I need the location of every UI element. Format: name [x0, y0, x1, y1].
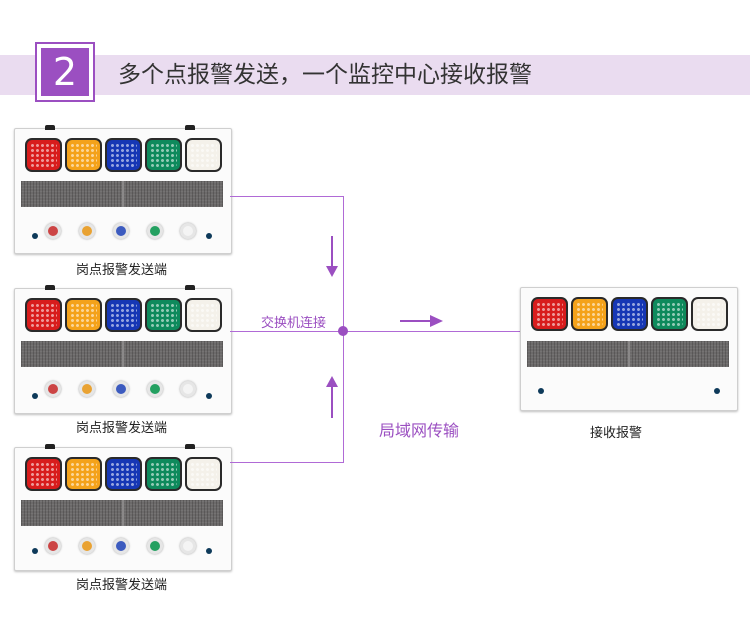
switch-label: 交换机连接 [261, 316, 327, 331]
red-button-icon [45, 381, 61, 397]
junction-dot [338, 326, 348, 336]
orange-lamp-icon [67, 459, 100, 489]
sender-panel-3 [14, 444, 232, 571]
green-button-icon [147, 381, 163, 397]
step-number: 2 [41, 48, 89, 96]
orange-button-icon [79, 381, 95, 397]
receiver-panel [520, 287, 738, 411]
connector-line-bottom [230, 462, 344, 463]
sender-label-3: 岗点报警发送端 [76, 578, 168, 593]
indicator-light-icon [714, 388, 720, 394]
indicator-light-icon [32, 233, 38, 239]
page-title: 多个点报警发送，一个监控中心接收报警 [118, 62, 532, 88]
led-display [21, 181, 223, 207]
blue-button-icon [113, 381, 129, 397]
connector-line-top [230, 196, 344, 197]
green-button-icon [147, 223, 163, 239]
indicator-light-icon [538, 388, 544, 394]
blue-button-icon [113, 538, 129, 554]
arrow-up-icon [326, 376, 338, 418]
indicator-light-icon [206, 233, 212, 239]
orange-button-icon [79, 223, 95, 239]
green-lamp-icon [147, 140, 180, 170]
green-button-icon [147, 538, 163, 554]
green-lamp-icon [147, 300, 180, 330]
sender-label-1: 岗点报警发送端 [76, 263, 168, 278]
sender-panel-2 [14, 285, 232, 414]
mount-hook-icon [185, 125, 195, 130]
green-lamp-icon [147, 459, 180, 489]
blue-lamp-icon [107, 459, 140, 489]
indicator-light-icon [32, 548, 38, 554]
mount-hook-icon [185, 444, 195, 449]
white-lamp-icon [187, 300, 220, 330]
lan-label: 局域网传输 [379, 421, 460, 440]
connector-line-middle [230, 331, 520, 332]
orange-button-icon [79, 538, 95, 554]
mount-hook-icon [45, 285, 55, 290]
green-lamp-icon [653, 299, 686, 329]
white-button-icon [180, 223, 196, 239]
white-lamp-icon [693, 299, 726, 329]
red-button-icon [45, 538, 61, 554]
mount-hook-icon [45, 125, 55, 130]
indicator-light-icon [32, 393, 38, 399]
white-button-icon [180, 381, 196, 397]
step-badge: 2 [35, 42, 95, 102]
orange-lamp-icon [573, 299, 606, 329]
white-button-icon [180, 538, 196, 554]
sender-label-2: 岗点报警发送端 [76, 421, 168, 436]
red-button-icon [45, 223, 61, 239]
header-banner [0, 55, 750, 95]
blue-lamp-icon [613, 299, 646, 329]
indicator-light-icon [206, 548, 212, 554]
red-lamp-icon [27, 459, 60, 489]
led-display [527, 341, 729, 367]
led-display [21, 500, 223, 526]
indicator-light-icon [206, 393, 212, 399]
sender-panel-1 [14, 125, 232, 254]
mount-hook-icon [45, 444, 55, 449]
blue-lamp-icon [107, 300, 140, 330]
red-lamp-icon [27, 140, 60, 170]
orange-lamp-icon [67, 300, 100, 330]
orange-lamp-icon [67, 140, 100, 170]
mount-hook-icon [185, 285, 195, 290]
blue-lamp-icon [107, 140, 140, 170]
red-lamp-icon [533, 299, 566, 329]
white-lamp-icon [187, 459, 220, 489]
arrow-right-icon [400, 315, 443, 327]
red-lamp-icon [27, 300, 60, 330]
led-display [21, 341, 223, 367]
white-lamp-icon [187, 140, 220, 170]
arrow-down-icon [326, 236, 338, 277]
receiver-label: 接收报警 [590, 426, 643, 441]
blue-button-icon [113, 223, 129, 239]
